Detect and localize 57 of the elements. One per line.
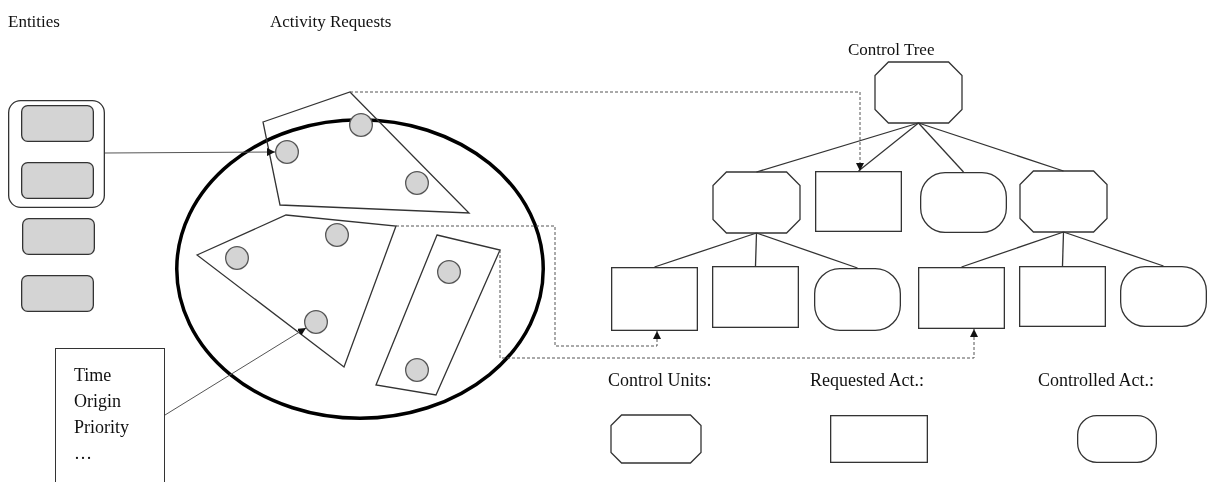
entity-box <box>22 218 95 255</box>
attribute-text: Origin <box>74 390 122 413</box>
section-heading: Activity Requests <box>270 12 392 32</box>
connector-line <box>754 232 758 267</box>
request-dot <box>225 246 249 270</box>
entity-box <box>21 162 94 199</box>
control-unit-octagon <box>611 415 701 463</box>
requested-activity-box <box>830 415 928 463</box>
requested-activity-box <box>1019 266 1106 327</box>
connector-line <box>917 122 1065 172</box>
request-dot <box>405 171 429 195</box>
request-group-polygon <box>197 215 396 367</box>
section-heading: Entities <box>8 12 60 32</box>
connector-line <box>1061 231 1065 267</box>
control-unit-octagon <box>713 172 800 233</box>
activity-pool-circle <box>175 118 545 420</box>
section-heading: Control Tree <box>848 40 935 60</box>
controlled-activity-capsule <box>814 268 901 331</box>
entity-group-box <box>8 100 105 208</box>
connector-line <box>755 232 859 269</box>
connector-line <box>917 122 965 173</box>
requested-activity-box <box>611 267 698 331</box>
request-dot <box>405 358 429 382</box>
dashed-arrow <box>395 225 661 347</box>
request-dot <box>325 223 349 247</box>
connector-line <box>653 232 758 268</box>
control-unit-octagon <box>875 62 962 123</box>
attribute-text: … <box>74 442 93 465</box>
request-dot <box>437 260 461 284</box>
attribute-box <box>55 348 165 482</box>
controlled-activity-capsule <box>1077 415 1157 463</box>
legend-label: Controlled Act.: <box>1038 370 1154 391</box>
connector-line <box>960 231 1065 268</box>
request-dot <box>275 140 299 164</box>
request-dot <box>304 310 328 334</box>
request-group-polygon <box>376 235 500 395</box>
control-unit-octagon <box>1020 171 1107 232</box>
request-group-polygon <box>263 92 469 213</box>
attribute-text: Time <box>74 364 113 387</box>
legend-label: Requested Act.: <box>810 370 924 391</box>
arrow <box>104 148 276 157</box>
controlled-activity-capsule <box>920 172 1007 233</box>
dashed-arrow <box>499 249 978 359</box>
connector-line <box>1062 231 1165 267</box>
connector-line <box>755 122 920 173</box>
arrow <box>164 327 307 416</box>
requested-activity-box <box>712 266 799 328</box>
entity-box <box>21 275 94 312</box>
attribute-text: Priority <box>74 416 130 439</box>
request-dot <box>349 113 373 137</box>
controlled-activity-capsule <box>1120 266 1207 327</box>
connector-line <box>857 122 920 172</box>
requested-activity-box <box>918 267 1005 329</box>
entity-box <box>21 105 94 142</box>
dashed-arrow <box>349 91 864 172</box>
legend-label: Control Units: <box>608 370 712 391</box>
requested-activity-box <box>815 171 902 232</box>
